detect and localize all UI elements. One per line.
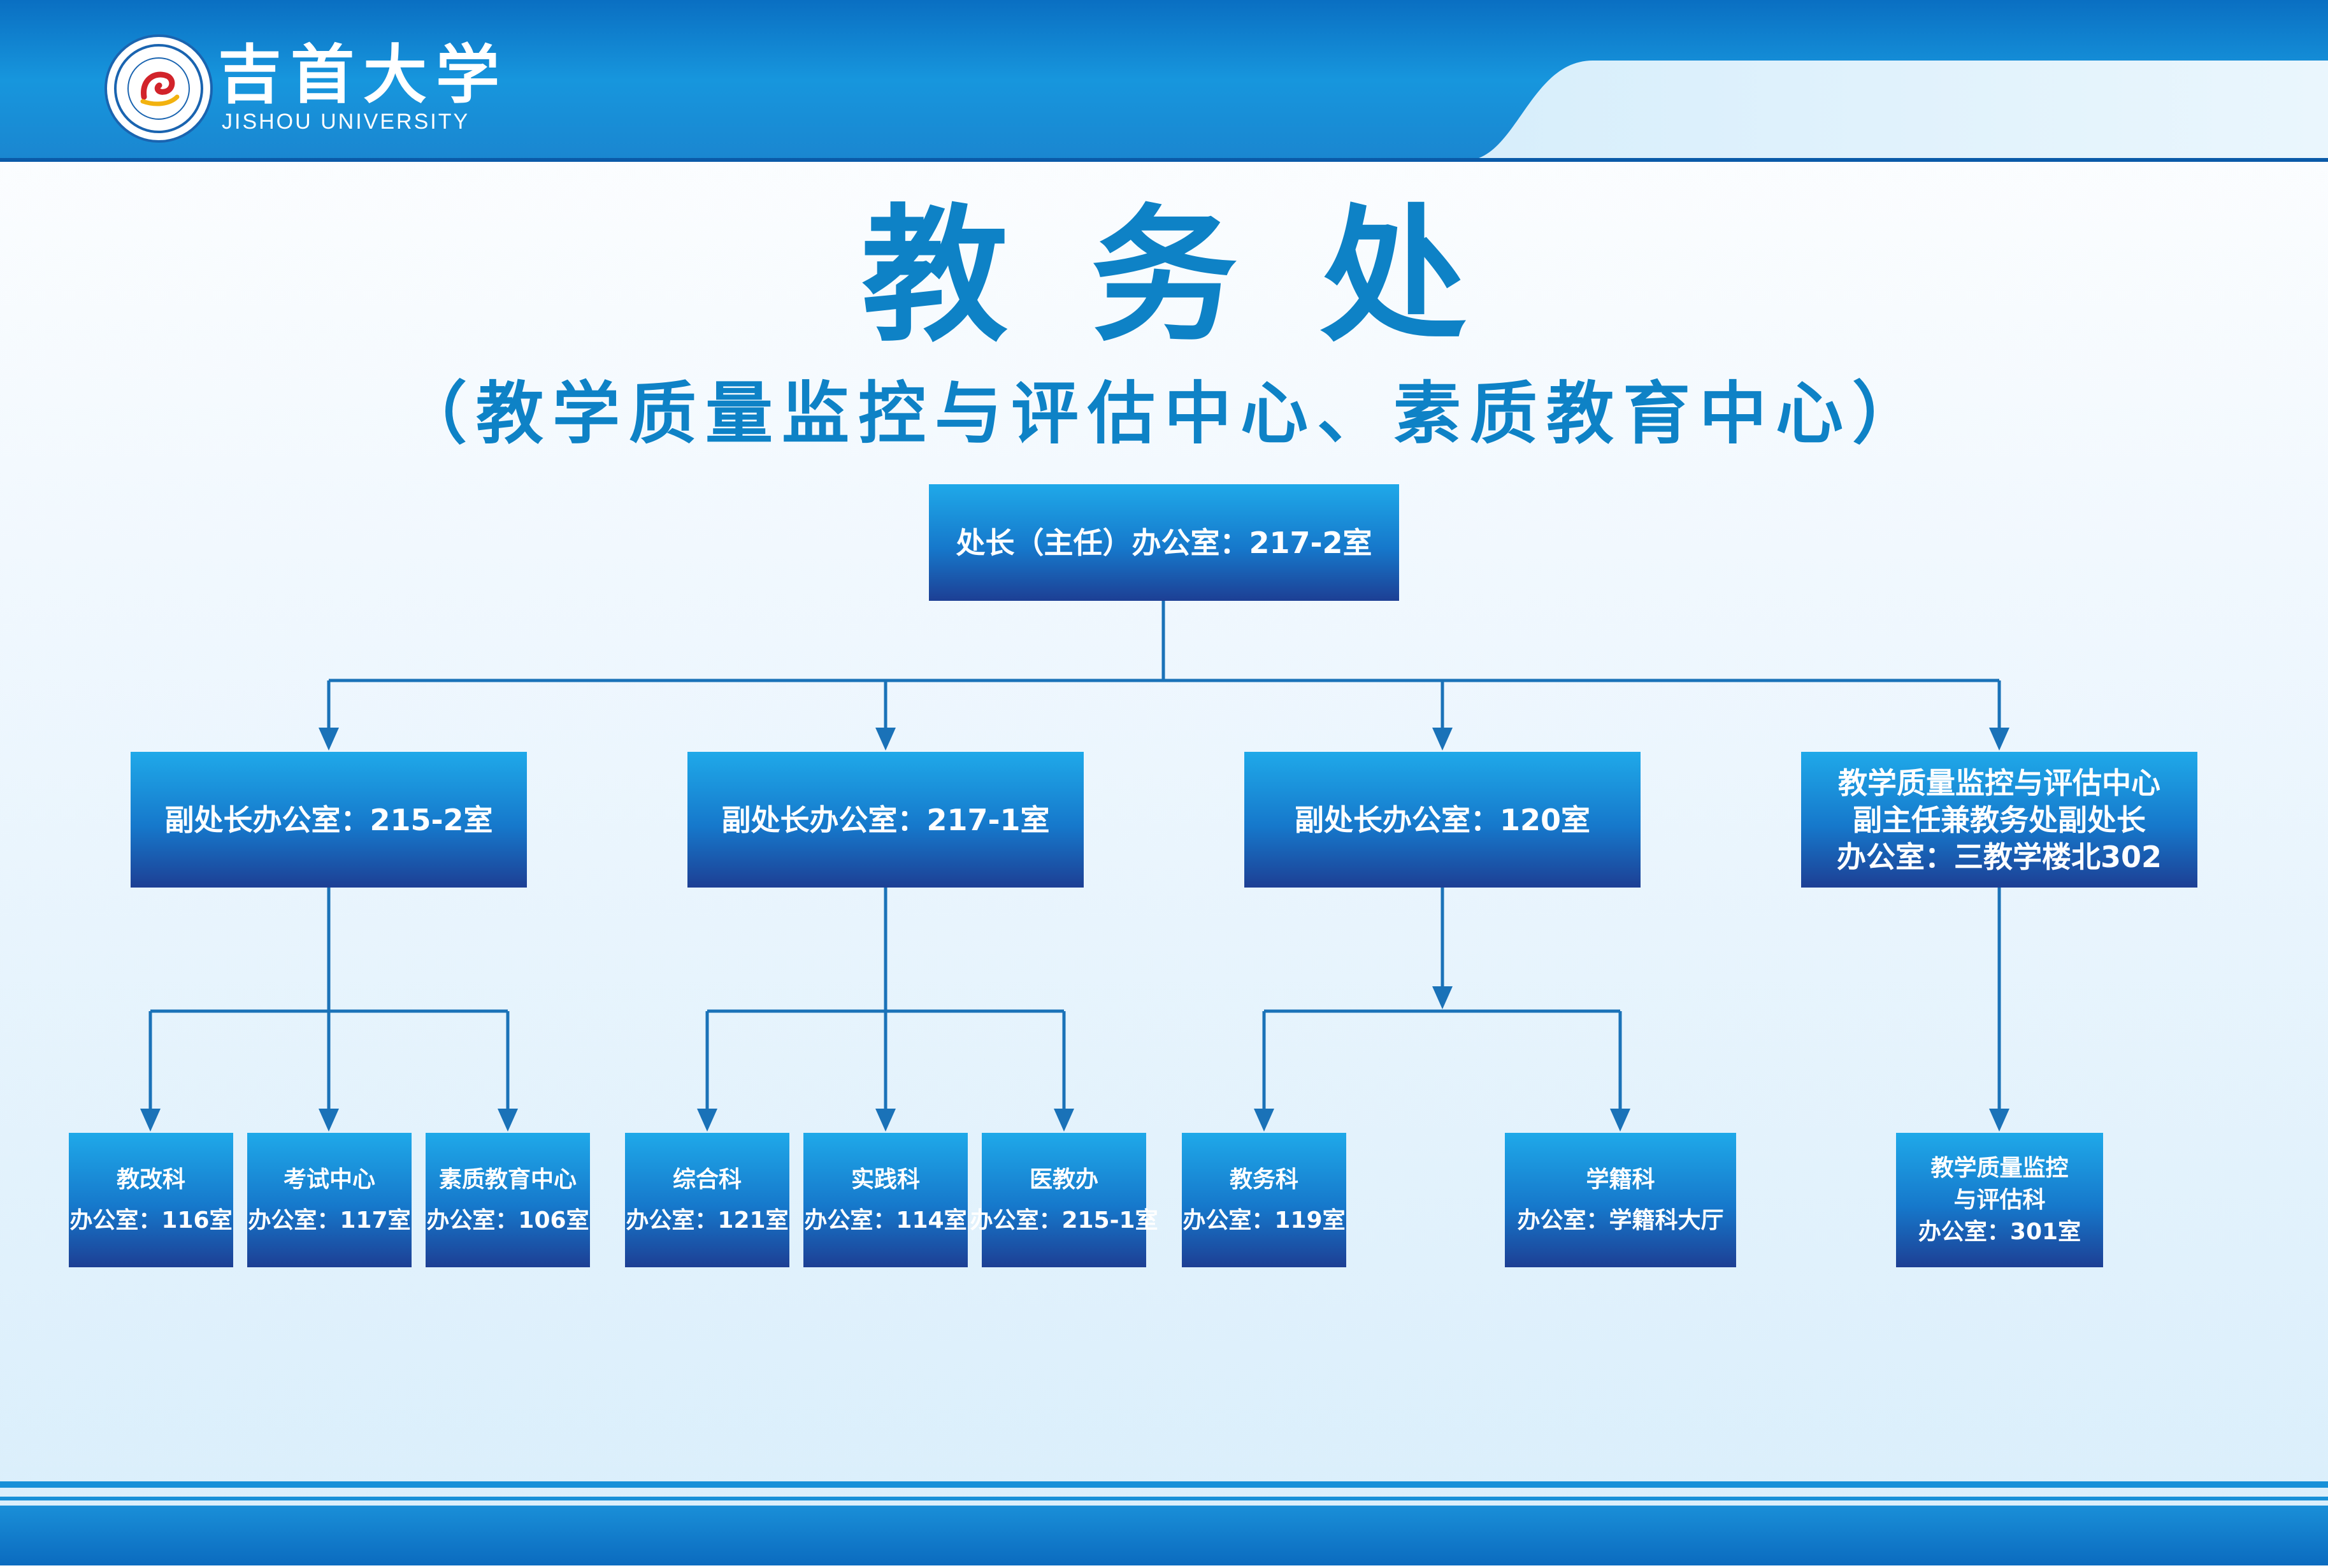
- footer-background: [0, 1481, 2328, 1565]
- office-name: 与评估科: [1953, 1186, 2046, 1213]
- deputy-office-box-3: 副处长办公室：120室: [1244, 752, 1641, 888]
- deputy-office-line: 副处长办公室：120室: [1294, 802, 1591, 837]
- director-office-box: 处长（主任）办公室：217-2室: [929, 484, 1399, 601]
- page-title: 教务处: [861, 192, 1549, 362]
- director-office-label: 处长（主任）办公室：217-2室: [956, 525, 1372, 560]
- office-box-quality-education: 素质教育中心 办公室：106室: [426, 1133, 590, 1267]
- deputy-office-line: 教学质量监控与评估中心: [1838, 765, 2160, 800]
- office-room: 办公室：106室: [426, 1207, 589, 1234]
- quality-center-deputy-box: 教学质量监控与评估中心 副主任兼教务处副处长 办公室：三教学楼北302: [1801, 752, 2197, 888]
- office-name: 教务科: [1229, 1166, 1298, 1193]
- header-banner: 吉首大学 JISHOU UNIVERSITY: [0, 0, 2328, 166]
- office-room: 办公室：119室: [1182, 1207, 1346, 1234]
- office-name: 教改科: [116, 1166, 185, 1193]
- footer-banner: [0, 1481, 2328, 1565]
- deputy-office-line: 副处长办公室：215-2室: [164, 802, 493, 837]
- office-room: 办公室：117室: [248, 1207, 411, 1234]
- deputy-office-line: 副主任兼教务处副处长: [1853, 802, 2146, 837]
- office-room: 办公室：121室: [626, 1207, 789, 1234]
- office-box-general: 综合科 办公室：121室: [625, 1133, 789, 1267]
- office-name: 学籍科: [1586, 1166, 1655, 1193]
- office-room: 办公室：学籍科大厅: [1517, 1207, 1724, 1234]
- office-box-practice: 实践科 办公室：114室: [803, 1133, 968, 1267]
- office-box-quality-evaluation: 教学质量监控 与评估科 办公室：301室: [1896, 1133, 2103, 1267]
- office-box-academic-affairs: 教务科 办公室：119室: [1182, 1133, 1346, 1267]
- office-box-exam-center: 考试中心 办公室：117室: [247, 1133, 412, 1267]
- office-box-student-records: 学籍科 办公室：学籍科大厅: [1505, 1133, 1736, 1267]
- deputy-office-line: 办公室：三教学楼北302: [1836, 839, 2162, 874]
- logo-chinese-name: 吉首大学: [218, 37, 508, 112]
- office-name: 实践科: [851, 1166, 920, 1193]
- office-room: 办公室：114室: [804, 1207, 967, 1234]
- office-box-medical: 医教办 办公室：215-1室: [970, 1133, 1158, 1267]
- office-room: 办公室：116室: [69, 1207, 233, 1234]
- office-name: 教学质量监控: [1930, 1154, 2069, 1181]
- office-name: 考试中心: [283, 1166, 375, 1193]
- logo-english-name: JISHOU UNIVERSITY: [222, 110, 470, 134]
- office-box-jiaogai: 教改科 办公室：116室: [69, 1133, 233, 1267]
- page-subtitle: （教学质量监控与评估中心、素质教育中心）: [399, 375, 1929, 453]
- deputy-office-box-2: 副处长办公室：217-1室: [687, 752, 1084, 888]
- office-room: 办公室：215-1室: [970, 1207, 1158, 1234]
- office-name: 医教办: [1029, 1166, 1098, 1193]
- office-name: 素质教育中心: [438, 1166, 577, 1193]
- deputy-office-line: 副处长办公室：217-1室: [721, 802, 1050, 837]
- deputy-office-box-1: 副处长办公室：215-2室: [131, 752, 527, 888]
- office-name: 综合科: [672, 1166, 742, 1193]
- university-seal-icon: [107, 37, 210, 140]
- header-background: [0, 0, 2328, 162]
- office-room: 办公室：301室: [1918, 1218, 2081, 1245]
